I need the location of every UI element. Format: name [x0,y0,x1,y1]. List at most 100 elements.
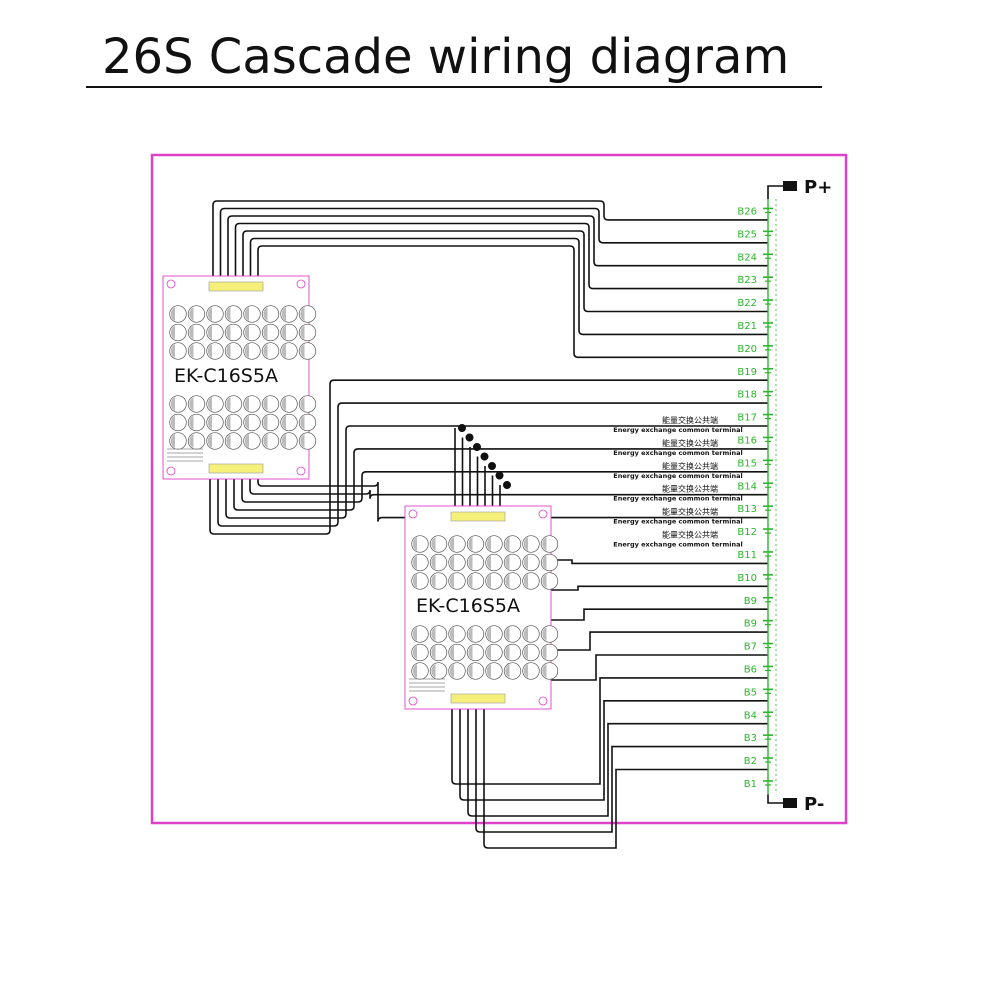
capacitor-band [263,415,268,430]
wire-board1-top [257,245,768,359]
cell-stack: P+P-B26B25B24B23B22B21B20B19B18B17B16B15… [737,177,832,815]
wire-board2-side [551,585,768,591]
capacitor-band [281,307,286,321]
capacitor-band [263,434,268,448]
capacitor-band [226,397,231,411]
capacitor-band [523,555,528,570]
capacitor-band [263,344,268,358]
capacitor-band [449,574,454,588]
capacitor-band [468,537,473,551]
common-terminal-en: Energy exchange common terminal [613,541,742,549]
mounting-hole [166,279,176,289]
capacitor-band [281,415,286,430]
capacitor-band [468,555,473,570]
top-connector [450,511,506,522]
capacitor-band [263,307,268,321]
mounting-hole [538,696,548,706]
capacitor-band [542,664,547,678]
capacitor-band [431,645,436,660]
negative-terminal-label: P- [804,794,824,815]
wire-board1-bottom [217,402,768,527]
capacitor-band [189,415,194,430]
capacitor-band [523,645,528,660]
cell-label: B19 [737,367,757,378]
bottom-connector [450,693,506,704]
capacitor-band [449,664,454,678]
capacitor-band [412,555,417,570]
capacitor-band [431,555,436,570]
common-terminal-en: Energy exchange common terminal [613,518,742,526]
capacitor-band [226,344,231,358]
capacitor-band [244,344,249,358]
capacitor-band [412,574,417,588]
common-terminal-en: Energy exchange common terminal [613,472,742,480]
capacitor-band [170,415,175,430]
wire-board2-bottom [475,700,768,833]
capacitor-band [226,415,231,430]
cell-label: B13 [737,504,757,515]
cell-label: B25 [737,229,757,240]
capacitor-band [170,344,175,358]
capacitor-band [431,574,436,588]
capacitor-band [281,397,286,411]
page-title: 26S Cascade wiring diagram [86,28,822,88]
cell-label: B16 [737,435,757,446]
cell-label: B20 [737,344,757,355]
mounting-hole [166,466,176,476]
capacitor-band [263,397,268,411]
capacitor-band [486,537,491,551]
capacitor-band [207,325,212,340]
wire-board2-side [551,608,768,621]
capacitor-band [170,307,175,321]
capacitor-band [244,415,249,430]
capacitor-band [505,574,510,588]
capacitor-band [300,344,305,358]
common-terminal-en: Energy exchange common terminal [613,449,742,457]
capacitor-band [431,537,436,551]
capacitor-band [431,664,436,678]
capacitor-band [412,627,417,641]
common-terminal-cn: 能量交换公共端 [662,484,718,494]
cell-label: B4 [744,710,757,721]
capacitor-band [449,537,454,551]
capacitor-band [300,307,305,321]
capacitor-band [468,645,473,660]
capacitor-band [189,307,194,321]
capacitor-band [542,627,547,641]
capacitor-band [189,344,194,358]
capacitor-band [486,627,491,641]
common-terminal-en: Energy exchange common terminal [613,426,742,434]
capacitor-band [486,664,491,678]
wire-board1-top [242,230,768,313]
capacitor-band [226,325,231,340]
wire-board1-bottom [225,425,768,519]
cell-label: B24 [737,252,757,263]
capacitor-band [505,555,510,570]
mounting-hole [408,509,418,519]
diagram-frame [150,153,848,825]
wire-board2-bottom [459,700,768,801]
capacitor-band [244,397,249,411]
capacitor-band [226,307,231,321]
wire-board2-bottom [467,700,768,817]
capacitor-band [412,664,417,678]
wire-board2-bottom [451,677,768,785]
wire-board1-top [249,237,768,336]
wire-board1-top [219,207,768,285]
capacitor-band [449,645,454,660]
cell-label: B9 [744,619,757,630]
capacitor-band [170,397,175,411]
capacitor-band [170,434,175,448]
cell-label: B23 [737,275,757,286]
cell-label: B5 [744,687,757,698]
cell-label: B14 [737,481,757,492]
cell-label: B11 [737,550,757,561]
capacitor-band [300,434,305,448]
